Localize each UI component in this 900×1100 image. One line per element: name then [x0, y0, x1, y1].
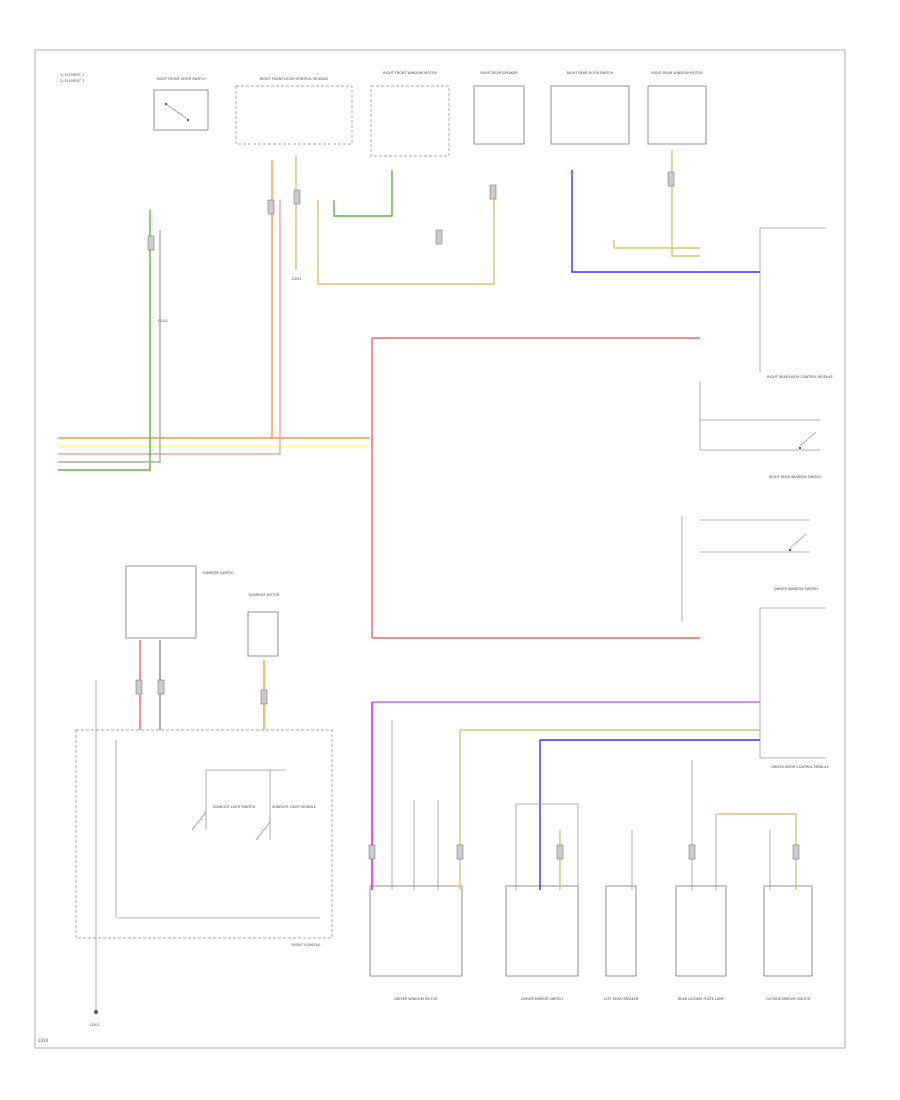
ground-label-3: G301 [90, 1023, 100, 1027]
diagram-frame [34, 49, 846, 1049]
right-lower-module-label: DRIVER DOOR CONTROL MODULE [771, 765, 829, 769]
ground-symbols: G101 G201 G301 [90, 277, 302, 1027]
left-lower-inner-1-label: SUNROOF LIGHT SWITCH [213, 805, 256, 809]
wire-orange-bus [58, 160, 370, 439]
top-right-1-label: RIGHT REAR DOOR SWITCH [567, 71, 614, 75]
wire-blue-top [571, 170, 760, 273]
top-right-2-label: RIGHT REAR WINDOW MOTOR [651, 71, 703, 75]
wire-red-trunk [371, 337, 700, 639]
legend-item-1: 1) ELEMENT 1 [60, 73, 85, 77]
right-upper-module: RIGHT REAR DOOR CONTROL MODULE [759, 227, 833, 379]
top-left-control-label: RIGHT FRONT DOOR CONTROL MODULE [260, 77, 328, 81]
right-upper-module-label: RIGHT REAR DOOR CONTROL MODULE [767, 375, 833, 379]
bottom-component-4: REAR LICENSE PLATE LAMP [675, 885, 727, 1001]
bottom-4-label: REAR LICENSE PLATE LAMP [678, 997, 724, 1001]
right-upper-switch: RIGHT REAR WINDOW SWITCH [699, 382, 821, 479]
connectors [135, 171, 800, 860]
bottom-component-1: DRIVER WINDOW MOTOR [369, 885, 463, 1001]
right-upper-switch-label: RIGHT REAR WINDOW SWITCH [769, 475, 821, 479]
left-lower-inner-2-label: SUNROOF LIGHT MODULE [272, 805, 316, 809]
left-lower-relay-label: SUNROOF MOTOR [249, 593, 280, 597]
top-mid-1-label: RIGHT FRONT WINDOW MOTOR [383, 71, 437, 75]
top-left-switch-label: RIGHT FRONT DOOR SWITCH [156, 77, 205, 81]
bottom-3-label: LEFT REAR SPEAKER [604, 997, 639, 1001]
top-left-switch: RIGHT FRONT DOOR SWITCH [153, 77, 209, 131]
bottom-component-2: DRIVER MIRROR SWITCH [505, 885, 579, 1001]
wire-green-top [333, 170, 393, 217]
front-console-label: FRONT CONSOLE [291, 943, 320, 947]
left-lower-relay: SUNROOF MOTOR [247, 593, 280, 657]
bottom-5-label: OUTSIDE MIRROR SWITCH [766, 997, 811, 1001]
wire-pink-bus [58, 200, 281, 455]
wire-gray-signals [95, 680, 771, 1010]
bottom-component-3: LEFT REAR SPEAKER [604, 885, 639, 1001]
legend: 1) ELEMENT 1 2) ELEMENT 2 [60, 72, 130, 84]
top-left-control-module: RIGHT FRONT DOOR CONTROL MODULE [235, 77, 353, 145]
wire-yellow-lower [459, 729, 797, 890]
top-mid-2-label: RIGHT REAR SPEAKER [480, 71, 518, 75]
wire-green-bus [58, 210, 151, 471]
top-right-component-2: RIGHT REAR WINDOW MOTOR [647, 71, 707, 145]
left-lower-switch: SUNROOF SWITCH [125, 565, 234, 639]
top-mid-component-1: RIGHT FRONT WINDOW MOTOR [370, 71, 450, 157]
wire-gray-bus [58, 230, 161, 463]
right-lower-switch-label: DRIVER WINDOW SWITCH [774, 587, 818, 591]
top-right-component-1: RIGHT REAR DOOR SWITCH [550, 71, 630, 145]
page-footer: 2014 [38, 1038, 49, 1043]
ground-label-1: G101 [158, 319, 168, 323]
bottom-2-label: DRIVER MIRROR SWITCH [521, 997, 563, 1001]
ground-label-2: G201 [292, 277, 302, 281]
front-console: SUNROOF LIGHT SWITCH SUNROOF LIGHT MODUL… [75, 729, 333, 947]
legend-item-2: 2) ELEMENT 2 [60, 79, 85, 83]
left-lower-switch-label: SUNROOF SWITCH [202, 571, 234, 575]
wire-blue-lower [539, 739, 760, 890]
bottom-component-5: OUTSIDE MIRROR SWITCH [763, 885, 813, 1001]
right-lower-switch: DRIVER WINDOW SWITCH [681, 516, 818, 622]
bottom-1-label: DRIVER WINDOW MOTOR [394, 997, 438, 1001]
wire-tan-top [295, 150, 700, 285]
wires [58, 150, 797, 1010]
right-lower-module: DRIVER DOOR CONTROL MODULE [759, 607, 829, 769]
top-mid-component-2: RIGHT REAR SPEAKER [473, 71, 525, 145]
